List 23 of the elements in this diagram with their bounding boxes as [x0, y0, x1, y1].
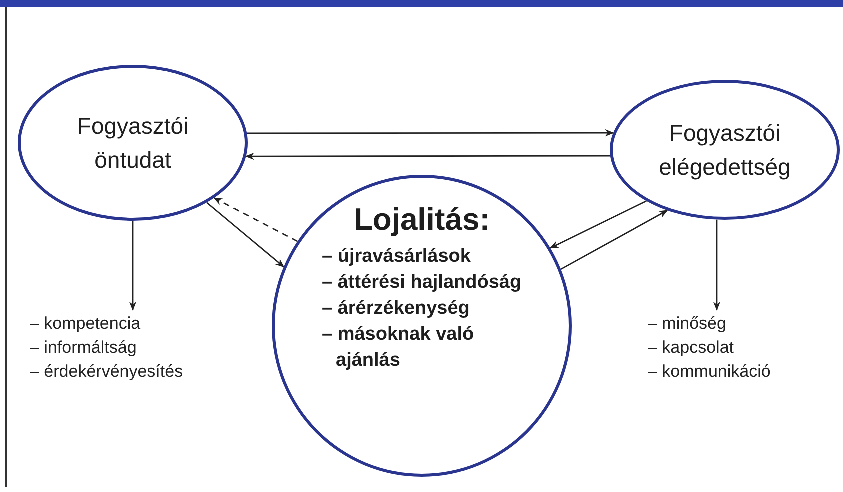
node-label: Fogyasztói öntudat [76, 112, 190, 175]
list-item: – árérzékenység [322, 297, 471, 321]
list-item: – áttérési hajlandóság [322, 271, 522, 295]
arrow [247, 129, 614, 137]
list-item: – kapcsolat [648, 337, 734, 359]
ellipse-node [610, 80, 840, 220]
node-label: Fogyasztói elégedettség [658, 119, 792, 182]
arrow [214, 198, 298, 242]
arrow [560, 210, 668, 270]
list-item: – minőség [648, 313, 726, 335]
list-item: – kompetencia [30, 313, 141, 335]
list-item: – érdekérvényesítés [30, 361, 184, 383]
list-item: – újravásárlások [322, 245, 472, 269]
arrow [713, 220, 721, 311]
arrow [206, 202, 285, 268]
arrow [550, 200, 647, 249]
arrow [245, 152, 610, 160]
node-heading: Lojalitás: [354, 201, 490, 239]
ellipse-node [18, 65, 248, 221]
list-item: – kommunikáció [648, 361, 771, 383]
list-item: – informáltság [30, 337, 137, 359]
list-item: – másoknak való ajánlás [322, 323, 476, 373]
arrow [129, 221, 137, 311]
